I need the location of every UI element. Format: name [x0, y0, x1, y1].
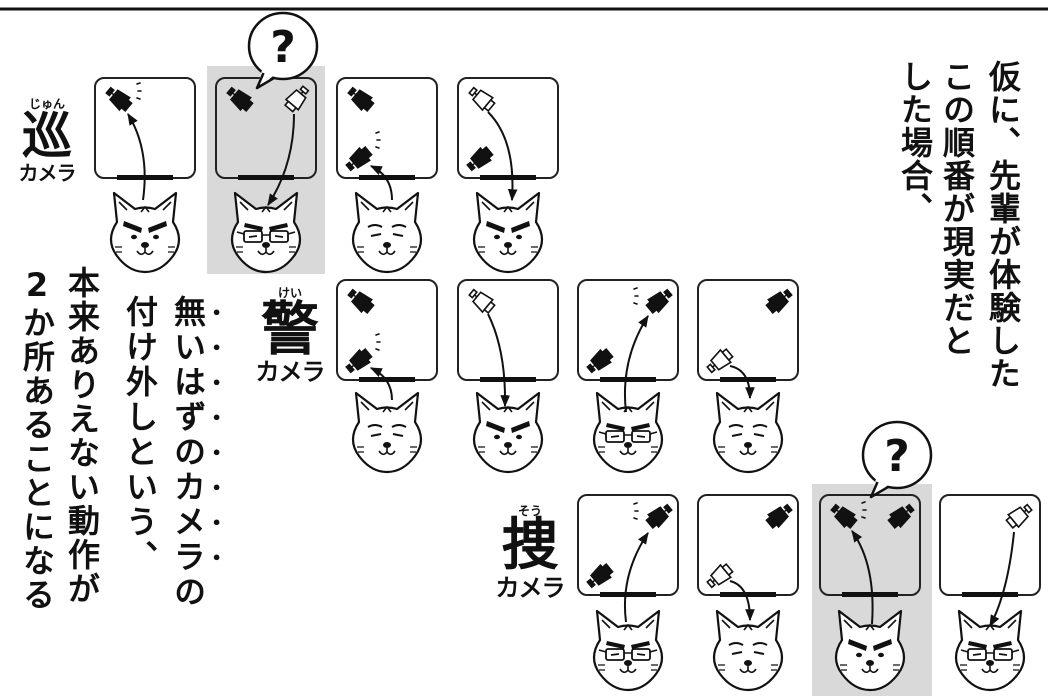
door-bar	[962, 592, 1018, 597]
camera-outline-icon	[466, 286, 496, 315]
blink-mark-icon	[137, 83, 141, 99]
label-kanji: 巡	[14, 110, 80, 162]
label-jun-camera: じゅん 巡 カメラ	[14, 98, 80, 184]
narration-left-column-2: 付け外しという、	[121, 295, 159, 575]
arrow-icon	[371, 166, 392, 200]
door-bar	[238, 175, 294, 180]
blink-mark-icon	[376, 132, 380, 148]
camera-outline-icon	[704, 347, 734, 376]
dog-face-calm-icon	[353, 393, 421, 472]
narration-left-column-3: 本来ありえない動作が	[63, 266, 101, 606]
label-suffix: カメラ	[248, 359, 332, 385]
narration-right-column-3: した場合、	[896, 60, 934, 225]
camera-filled-icon	[343, 145, 373, 174]
door-bar	[480, 377, 536, 382]
blink-mark-icon	[376, 334, 380, 350]
camera-filled-icon	[584, 562, 614, 591]
camera-filled-icon	[644, 501, 674, 530]
narration-left-column-1: 無いはずのカメラの	[166, 295, 226, 610]
door-bar	[842, 592, 898, 597]
door-bar	[600, 377, 656, 382]
row-2-panels	[337, 280, 798, 380]
arrow-icon	[990, 532, 1014, 626]
blink-mark-icon	[634, 288, 638, 304]
question-mark: ?	[270, 22, 296, 73]
row-1-panels	[95, 78, 558, 178]
row-3-panels	[578, 495, 1040, 595]
camera-filled-icon	[464, 145, 494, 174]
dog-face-glasses-icon	[594, 611, 662, 690]
label-kanji: 警	[248, 299, 332, 359]
camera-filled-icon	[345, 84, 375, 113]
arrow-icon	[625, 316, 648, 412]
camera-outline-icon	[466, 84, 496, 113]
dog-face-angry-icon	[474, 393, 542, 472]
narration-right-column-1: 仮に、先輩が体験した	[984, 60, 1022, 390]
camera-filled-icon	[644, 286, 674, 315]
blink-mark-icon	[634, 503, 638, 519]
camera-filled-icon	[764, 286, 794, 315]
emphasized-text: 無いはずのカメラ	[169, 295, 207, 575]
label-suffix: カメラ	[488, 575, 572, 601]
camera-outline-icon	[704, 562, 734, 591]
dog-face-glasses-icon	[956, 611, 1024, 690]
dog-face-calm-icon	[714, 393, 782, 472]
door-bar	[600, 592, 656, 597]
dog-face-angry-icon	[474, 193, 542, 272]
camera-filled-icon	[584, 347, 614, 376]
label-sou-camera: そう 捜 カメラ	[488, 505, 572, 601]
camera-filled-icon	[343, 347, 373, 376]
camera-filled-icon	[345, 286, 375, 315]
arrow-icon	[625, 533, 648, 622]
camera-filled-icon	[764, 501, 794, 530]
arrow-icon	[128, 114, 145, 200]
arrow-icon	[488, 314, 505, 406]
camera-outline-icon	[1004, 501, 1034, 530]
label-suffix: カメラ	[14, 162, 80, 184]
dog-face-angry-icon	[111, 193, 179, 272]
dog-face-calm-icon	[353, 193, 421, 272]
narration-text: の	[169, 575, 207, 610]
narration-left-column-4: 2か所あることになる	[18, 266, 56, 612]
room-panel	[940, 495, 1040, 595]
arrow-icon	[371, 368, 392, 400]
label-kei-camera: けい 警 カメラ	[248, 287, 332, 385]
label-kanji: 捜	[488, 517, 572, 575]
door-bar	[720, 592, 776, 597]
narration-right-column-2: この順番が現実だと	[938, 60, 976, 357]
door-bar	[480, 175, 536, 180]
dog-face-calm-icon	[714, 611, 782, 690]
question-mark: ?	[884, 431, 910, 482]
dog-face-glasses-icon	[594, 393, 662, 472]
arrow-icon	[730, 581, 750, 620]
camera-filled-icon	[103, 84, 133, 113]
